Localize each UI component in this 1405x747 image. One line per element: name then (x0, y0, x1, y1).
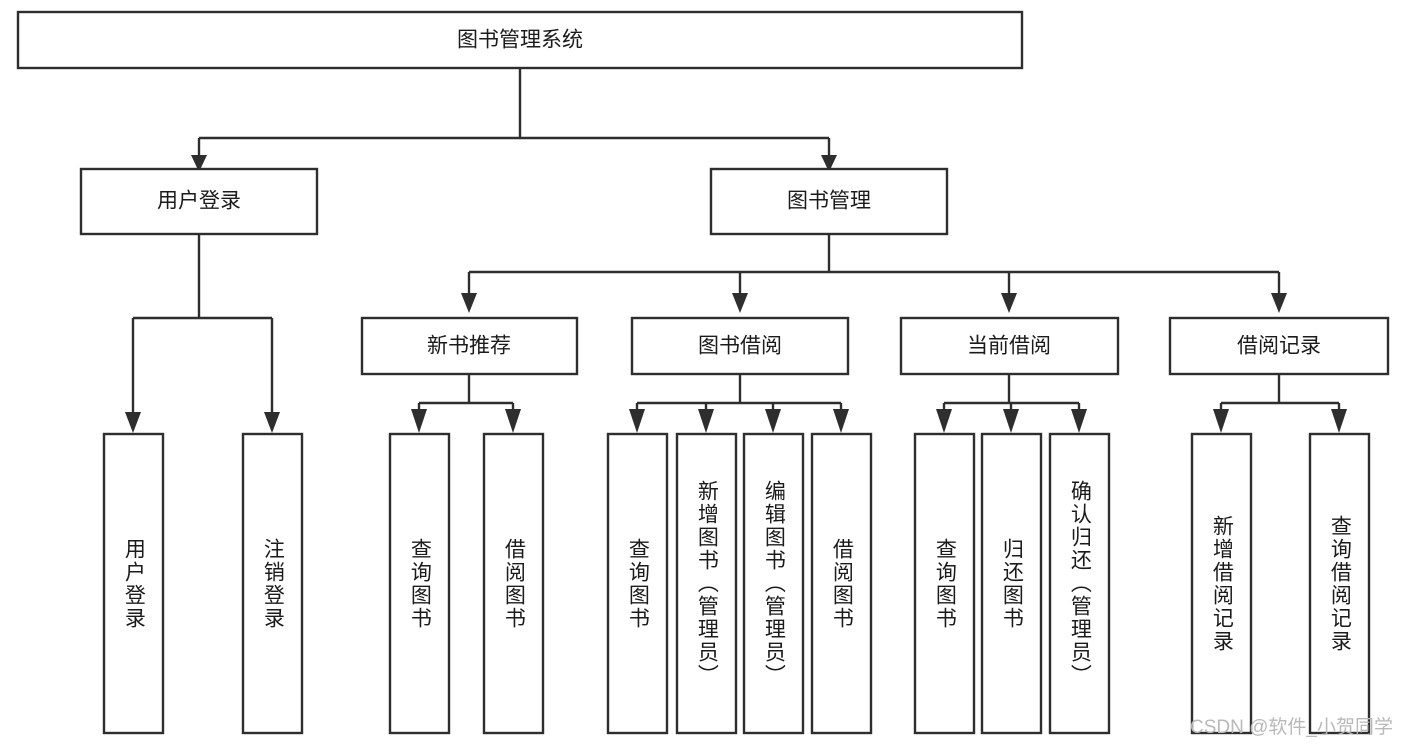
leaf-box-nbr-2[interactable] (482, 432, 545, 735)
leaf-box-cb-2[interactable] (980, 432, 1043, 735)
leaf-box-cb-1[interactable] (913, 432, 976, 735)
node-user-login-box[interactable] (79, 167, 319, 236)
leaf-box-nbr-1[interactable] (388, 432, 451, 735)
arrowhead-leaf-br-1 (1213, 409, 1229, 433)
arrowhead-current-borrow (1001, 293, 1017, 313)
leaf-box-bb-2[interactable] (675, 432, 738, 735)
arrowhead-leaf-bb-2 (698, 409, 714, 433)
node-root-box[interactable] (16, 10, 1024, 70)
node-borrow-record-box[interactable] (1168, 316, 1390, 376)
leaf-box-user-login-1[interactable] (102, 432, 165, 735)
arrowhead-leaf-br-2 (1331, 409, 1347, 433)
leaf-box-br-1[interactable] (1190, 432, 1253, 735)
node-book-borrow-box[interactable] (630, 316, 850, 376)
leaf-box-bb-4[interactable] (810, 432, 873, 735)
leaf-box-user-login-2[interactable] (241, 432, 304, 735)
arrowhead-leaf-user-login-2 (264, 412, 280, 433)
leaf-box-bb-1[interactable] (606, 432, 669, 735)
node-new-book-recommend-box[interactable] (360, 316, 579, 376)
node-book-manage-label: 图书管理 (787, 190, 871, 213)
node-root-label: 图书管理系统 (457, 29, 583, 52)
node-book-borrow-label: 图书借阅 (698, 335, 782, 358)
arrowhead-leaf-user-login-1 (125, 412, 141, 433)
arrowhead-leaf-nbr-1 (411, 409, 427, 433)
node-user-login-label: 用户登录 (157, 190, 241, 213)
arrowhead-leaf-nbr-2 (505, 409, 521, 433)
arrowhead-book-borrow (732, 293, 748, 313)
arrowhead-user-login (191, 155, 207, 172)
connectors-group (125, 68, 1347, 433)
arrowhead-book-manage (821, 155, 837, 172)
node-current-borrow-label: 当前借阅 (967, 335, 1051, 358)
watermark-text: CSDN @软件_小贺同学 (1190, 717, 1393, 738)
arrowhead-leaf-bb-1 (629, 409, 645, 433)
arrowhead-leaf-bb-4 (833, 409, 849, 433)
arrowhead-leaf-cb-2 (1003, 409, 1019, 433)
node-book-manage-box[interactable] (709, 167, 949, 236)
nodes-group: 图书管理系统 用户登录 图书管理 新书推荐 图书借阅 当前借阅 借阅记录 (16, 10, 1390, 735)
arrowhead-leaf-cb-1 (936, 409, 952, 433)
node-current-borrow-box[interactable] (899, 316, 1120, 376)
arrowhead-borrow-record (1271, 293, 1287, 313)
node-new-book-recommend-label: 新书推荐 (427, 335, 511, 358)
leaf-box-cb-3[interactable] (1048, 432, 1111, 735)
leaf-box-bb-3[interactable] (742, 432, 805, 735)
node-borrow-record-label: 借阅记录 (1237, 335, 1321, 358)
leaf-box-br-2[interactable] (1308, 432, 1371, 735)
arrowhead-leaf-bb-3 (765, 409, 781, 433)
arrowhead-leaf-cb-3 (1071, 409, 1087, 433)
arrowhead-new-book-recommend (461, 293, 477, 313)
